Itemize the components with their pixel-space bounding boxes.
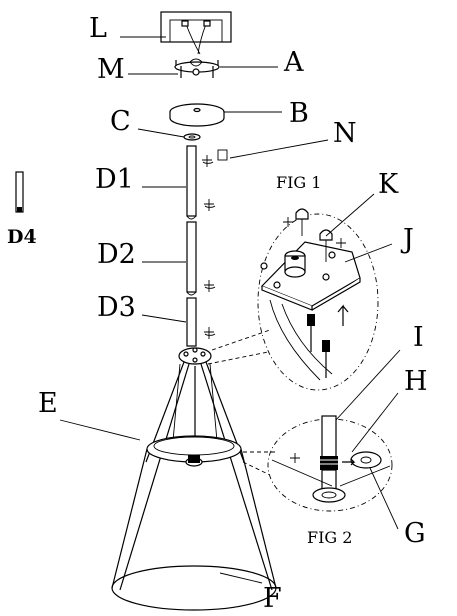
label-K: K <box>378 169 399 200</box>
label-B: B <box>289 98 309 129</box>
fig1-detail <box>257 208 379 391</box>
label-I: I <box>413 322 424 353</box>
label-D2: D2 <box>97 239 136 270</box>
label-M: M <box>97 54 125 85</box>
rod-d3 <box>186 297 197 347</box>
rod-d1 <box>186 145 197 220</box>
label-D3: D3 <box>97 292 136 323</box>
label-F: F <box>263 583 282 614</box>
canopy <box>169 103 225 127</box>
fig2-detail <box>267 415 393 512</box>
shade-frame <box>119 361 273 591</box>
leader-lines <box>59 36 401 584</box>
label-L: L <box>89 13 107 44</box>
mounting-plate <box>174 58 220 78</box>
rotate-arrows <box>202 149 228 339</box>
shade-hub <box>178 347 212 365</box>
label-H: H <box>404 366 428 397</box>
label-G: G <box>404 518 426 549</box>
locking-ring <box>183 133 201 141</box>
label-D4: D4 <box>7 226 37 248</box>
label-N: N <box>333 118 357 149</box>
fig1-title: FIG 1 <box>276 173 321 192</box>
label-J: J <box>400 224 414 255</box>
label-D1: D1 <box>95 164 134 195</box>
label-C: C <box>110 106 131 137</box>
rod-d2 <box>186 221 197 296</box>
label-E: E <box>38 388 58 419</box>
label-A: A <box>283 47 304 78</box>
fig2-title: FIG 2 <box>307 528 352 547</box>
ceiling-bracket <box>160 11 232 55</box>
rod-d4 <box>15 171 24 213</box>
lampshade <box>111 435 277 611</box>
